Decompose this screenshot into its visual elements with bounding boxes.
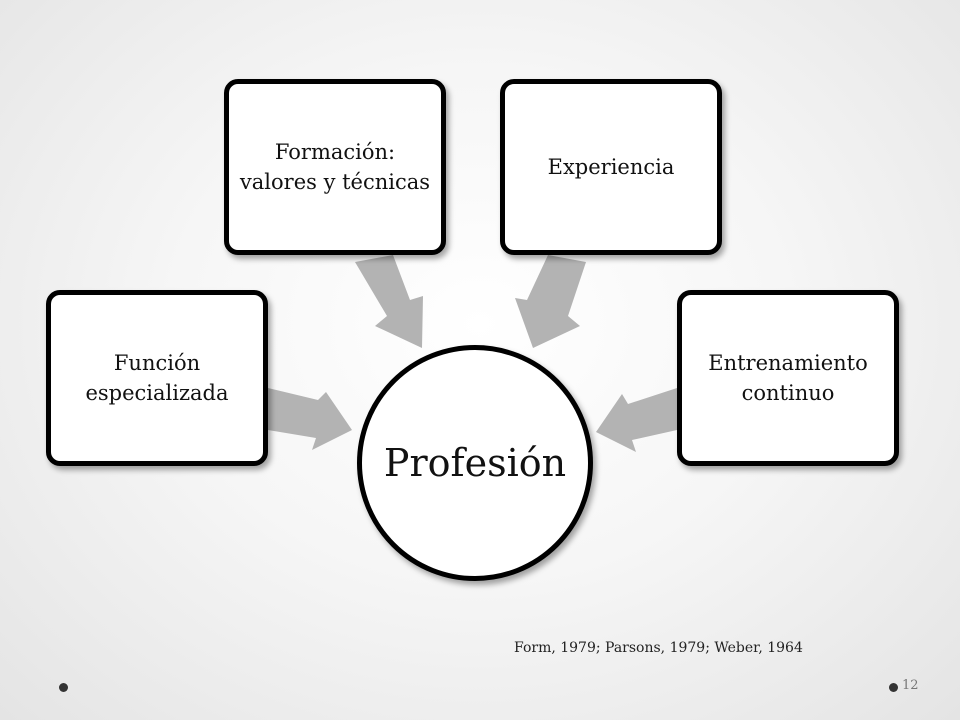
node-entrenamiento-label: Entrenamiento continuo (708, 351, 868, 405)
page-number: 12 (902, 678, 919, 693)
center-node-label: Profesión (383, 441, 567, 485)
footer-dot-left (59, 683, 68, 692)
arrow-formacion-to-profesion (355, 255, 423, 348)
node-formacion: Formación: valores y técnicas (224, 79, 446, 255)
arrow-entrenamiento-to-profesion (596, 388, 677, 452)
arrow-funcion-to-profesion (268, 388, 352, 450)
node-experiencia: Experiencia (500, 79, 722, 255)
node-experiencia-label: Experiencia (547, 155, 675, 179)
node-formacion-label: Formación: valores y técnicas (239, 140, 431, 194)
footer-dot-right (889, 683, 898, 692)
node-funcion-label: Función especializada (85, 351, 229, 405)
center-node-profesion: Profesión (357, 345, 593, 581)
citation: Form, 1979; Parsons, 1979; Weber, 1964 (514, 640, 803, 656)
node-entrenamiento-continuo: Entrenamiento continuo (677, 290, 899, 466)
node-funcion-especializada: Función especializada (46, 290, 268, 466)
arrow-experiencia-to-profesion (515, 255, 586, 348)
